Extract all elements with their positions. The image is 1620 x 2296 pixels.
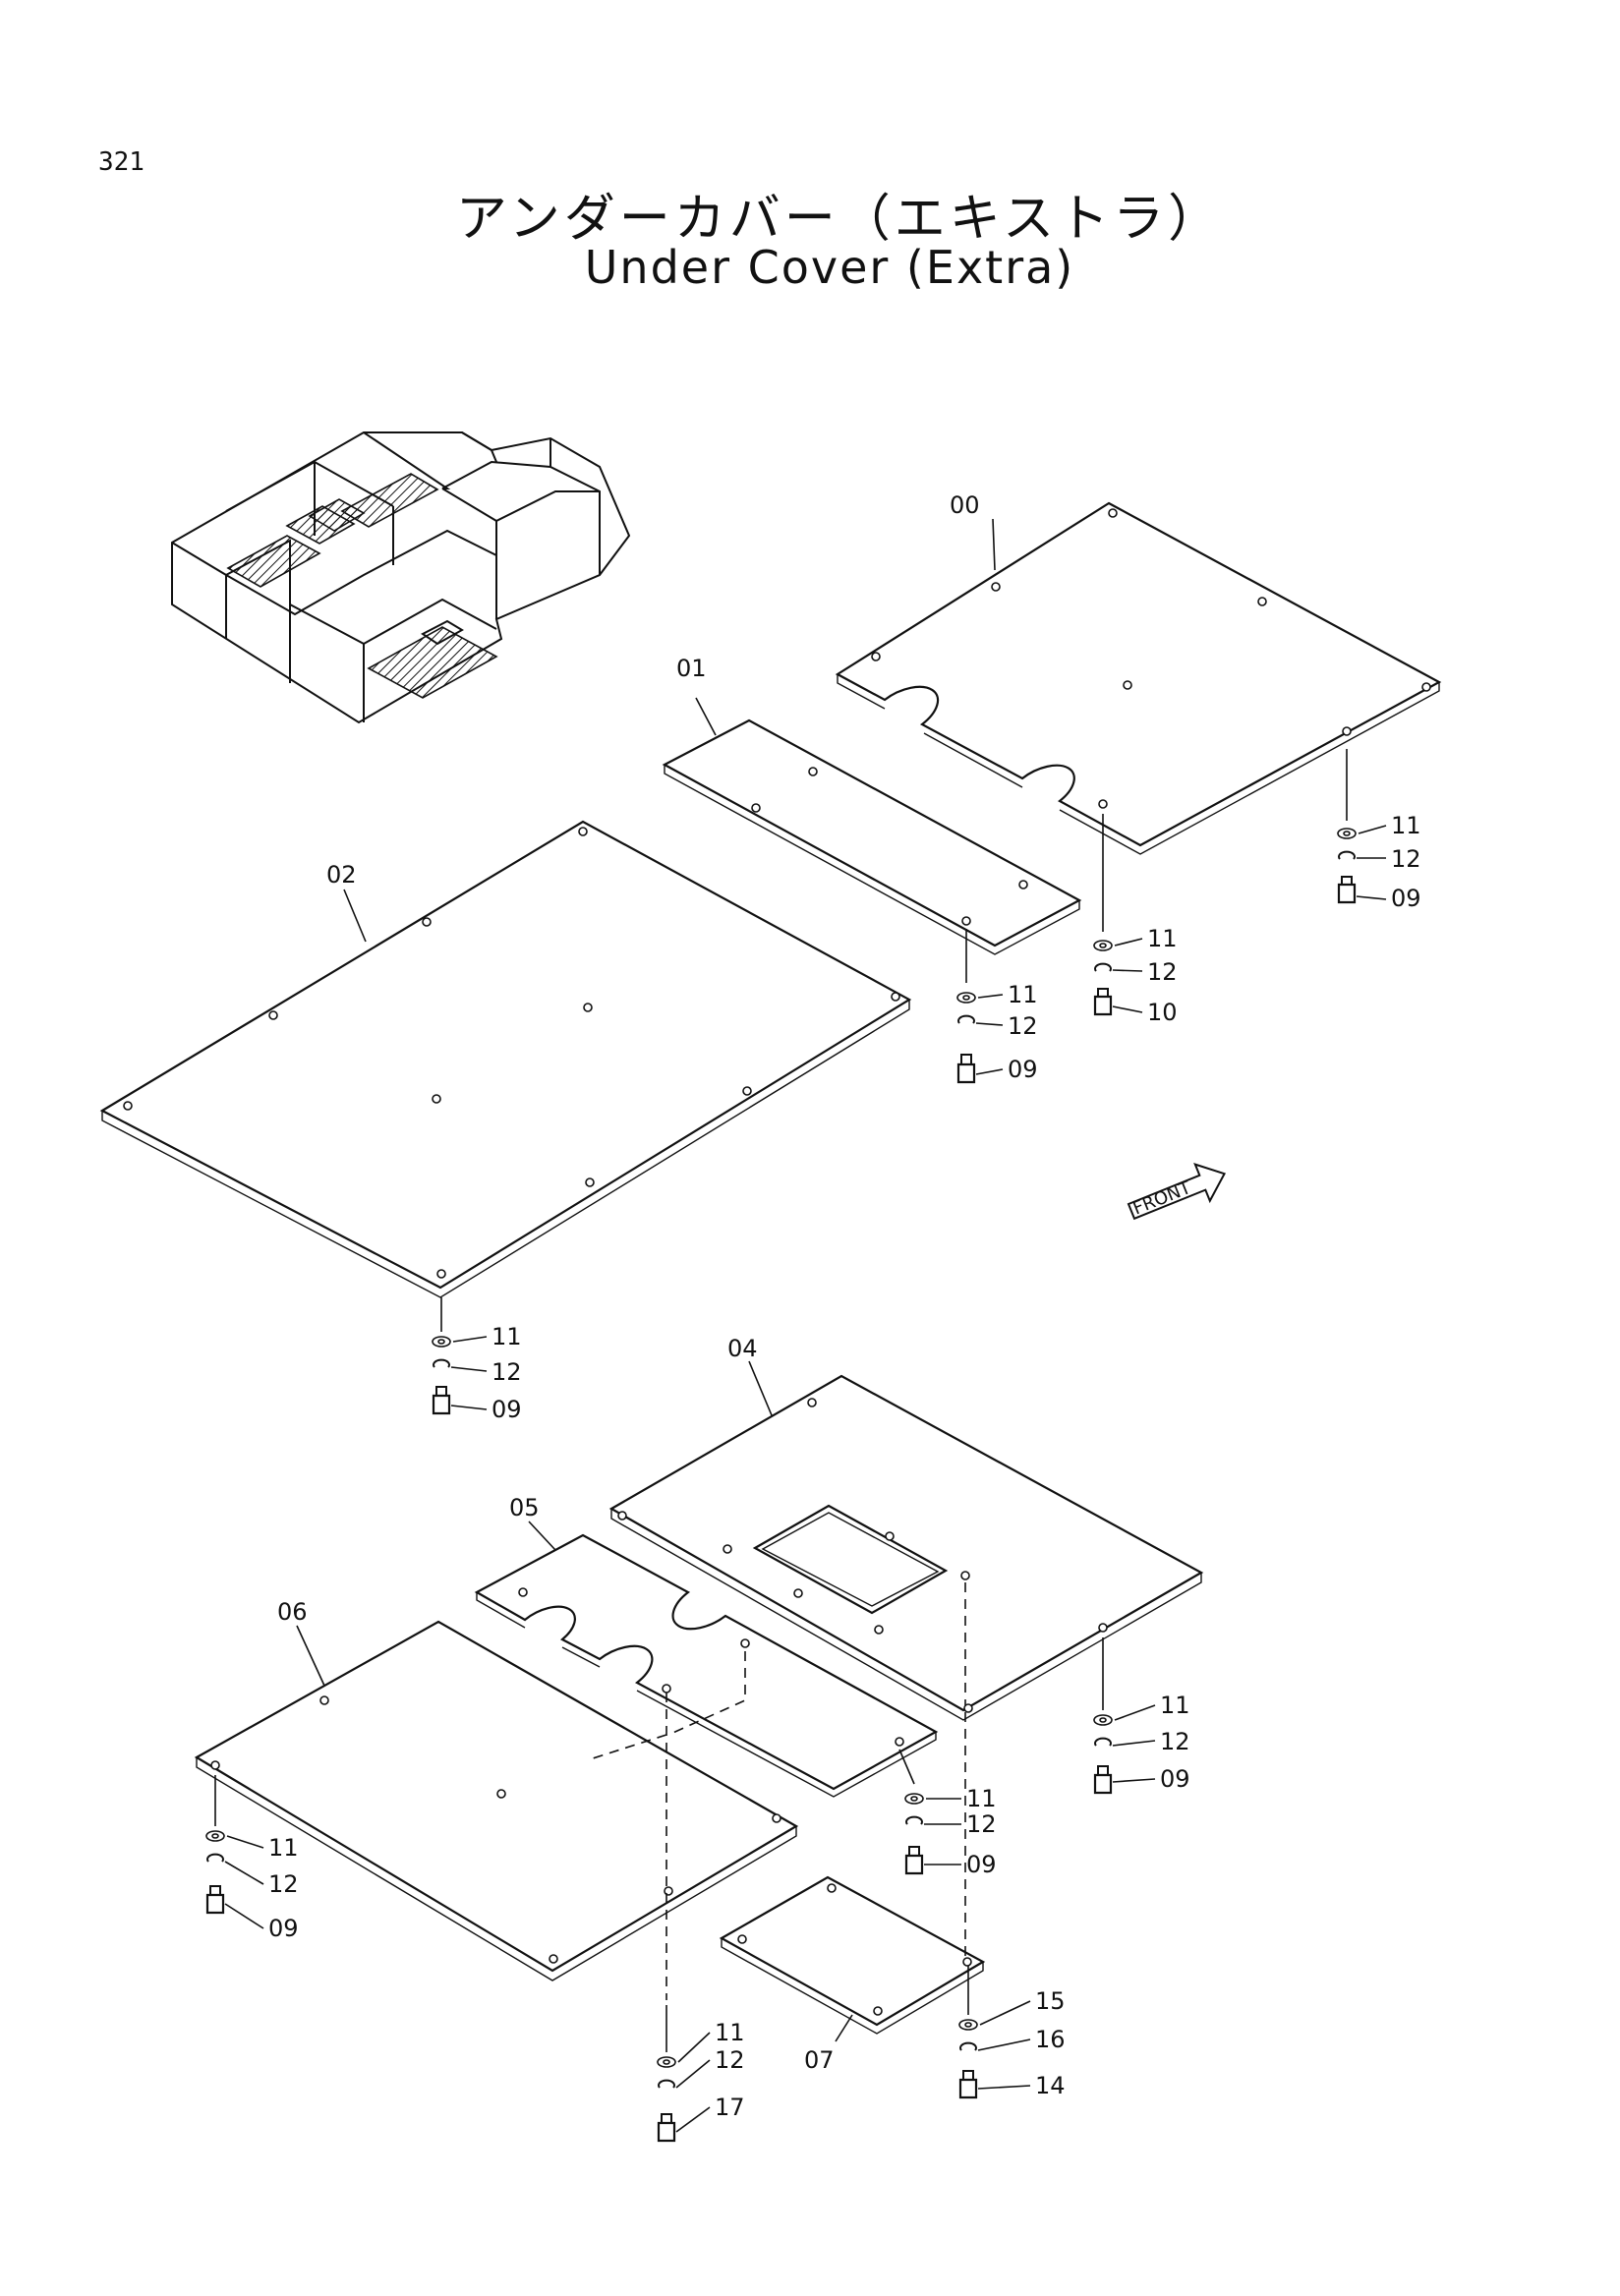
front-direction-arrow: FRONT [1127, 1163, 1227, 1221]
fastener-axis-lines [214, 749, 1348, 2052]
fastener-stack-h [657, 2056, 676, 2143]
fastener-stack-i [958, 2019, 978, 2099]
label-fastener: 12 [1160, 1728, 1190, 1755]
part-06-plate [194, 1620, 799, 1981]
label-fastener: 11 [966, 1785, 997, 1812]
label-part-06: 06 [277, 1598, 308, 1626]
part-01-strip-plate [662, 697, 1082, 955]
label-fastener: 12 [966, 1810, 997, 1838]
title-japanese: アンダーカバー（エキストラ） [455, 190, 1224, 249]
fastener-stack-f [205, 1830, 225, 1915]
part-05-notched-plate [474, 1521, 939, 1798]
front-label: FRONT [1130, 1177, 1195, 1220]
label-fastener: 15 [1035, 1987, 1066, 2015]
label-fastener: 09 [1391, 885, 1421, 912]
label-fastener: 12 [1147, 958, 1178, 986]
part-07-small-plate [719, 1875, 986, 2042]
label-fastener: 09 [1160, 1765, 1190, 1793]
label-fastener: 17 [715, 2094, 745, 2121]
label-part-04: 04 [727, 1335, 758, 1362]
part-02-large-plate [99, 820, 912, 1298]
label-fastener: 12 [268, 1870, 299, 1898]
label-part-00: 00 [950, 491, 980, 519]
label-fastener: 11 [268, 1834, 299, 1862]
label-fastener: 09 [268, 1915, 299, 1942]
label-fastener: 12 [1008, 1012, 1038, 1040]
title-english: Under Cover (Extra) [584, 241, 1075, 294]
label-fastener: 11 [1147, 925, 1178, 952]
part-00-under-cover-plate [835, 501, 1442, 855]
fastener-stack-e [1093, 1714, 1113, 1795]
label-fastener: 12 [715, 2046, 745, 2074]
fastener-stack-a [1337, 828, 1357, 904]
label-fastener: 11 [492, 1323, 522, 1350]
label-fastener: 12 [1391, 845, 1421, 873]
assembly-dashed-lines [589, 1582, 966, 2000]
label-fastener: 11 [1008, 981, 1038, 1008]
label-fastener: 12 [492, 1358, 522, 1386]
label-fastener: 10 [1147, 999, 1178, 1026]
page-number: 321 [98, 147, 145, 177]
label-fastener: 09 [1008, 1056, 1038, 1083]
fastener-stack-b [1093, 940, 1113, 1016]
label-fastener: 09 [492, 1396, 522, 1423]
label-fastener: 09 [966, 1851, 997, 1878]
fastener-stack-g [904, 1793, 924, 1875]
label-part-05: 05 [509, 1494, 540, 1521]
label-fastener: 11 [1160, 1692, 1190, 1719]
label-fastener: 14 [1035, 2072, 1066, 2099]
label-part-07: 07 [804, 2046, 835, 2074]
label-fastener: 16 [1035, 2026, 1066, 2053]
label-part-01: 01 [676, 655, 707, 682]
fastener-stack-d [432, 1336, 451, 1415]
fastener-leaders [224, 825, 1387, 2133]
fastener-stack-c [956, 992, 976, 1084]
label-fastener: 11 [1391, 812, 1421, 839]
machine-key-map [171, 431, 631, 724]
part-04-plate-with-opening [608, 1360, 1204, 1721]
label-fastener: 11 [715, 2019, 745, 2046]
label-part-02: 02 [326, 861, 357, 889]
